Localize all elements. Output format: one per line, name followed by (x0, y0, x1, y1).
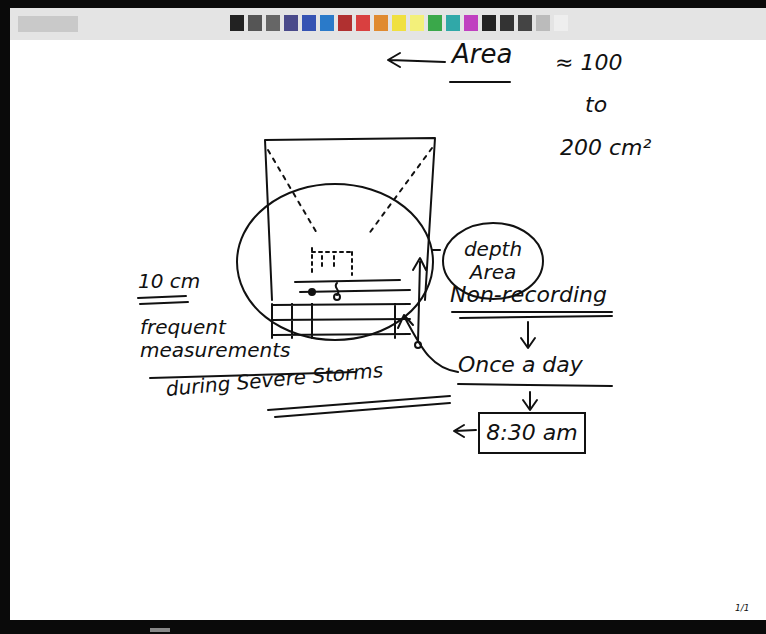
handwritten-note: 200 cm² (560, 135, 651, 160)
handwritten-note: ≈ 100 (555, 50, 622, 75)
whiteboard (10, 40, 766, 620)
handwritten-note: to (585, 92, 607, 117)
handwritten-note: 1/1 (735, 603, 749, 613)
handwritten-note: Non-recording (450, 282, 607, 307)
note-text: 8:30 am (486, 420, 578, 445)
handwritten-note: frequent measurements (140, 316, 290, 362)
handwritten-note: Once a day (458, 352, 583, 377)
circled-note: depth Area (442, 222, 544, 300)
handwritten-note: Area (452, 40, 512, 70)
boxed-time: 8:30 am (478, 412, 586, 454)
note-text: depth Area (458, 238, 528, 284)
handwritten-note: 10 cm (138, 270, 200, 293)
